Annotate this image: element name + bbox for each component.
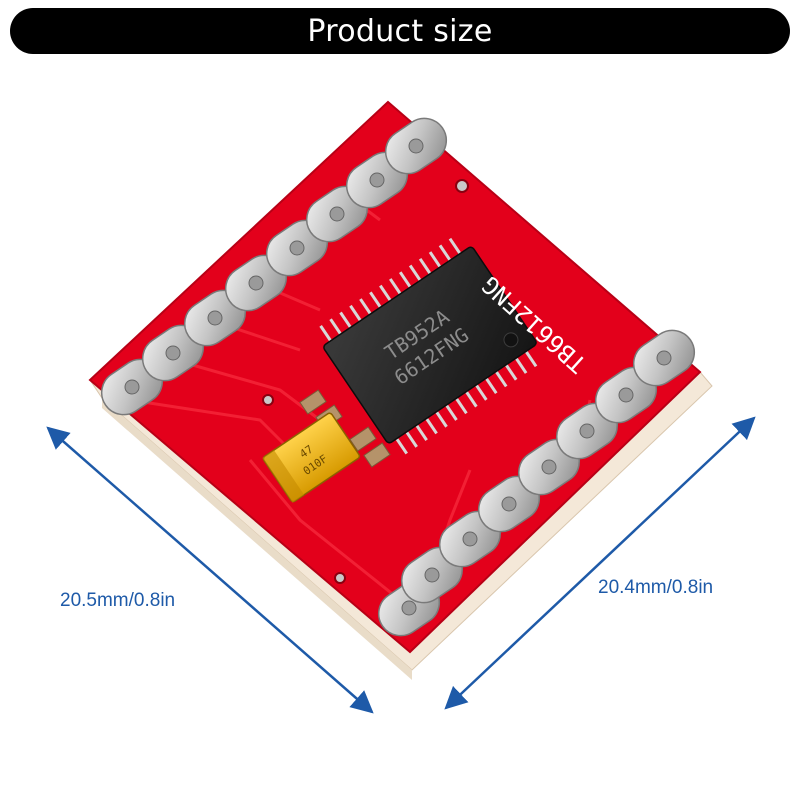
dimension-width-label: 20.5mm/0.8in: [60, 590, 176, 611]
dimension-arrow-left: [46, 426, 374, 714]
ic-chip: TB952A 6612FNG: [319, 237, 538, 455]
dimension-depth-label: 20.4mm/0.8in: [598, 577, 714, 598]
page-title: Product size: [307, 13, 493, 49]
pin-row-top: [100, 117, 448, 416]
title-bar: Product size: [10, 8, 790, 54]
dimension-arrow-right: [444, 416, 756, 710]
